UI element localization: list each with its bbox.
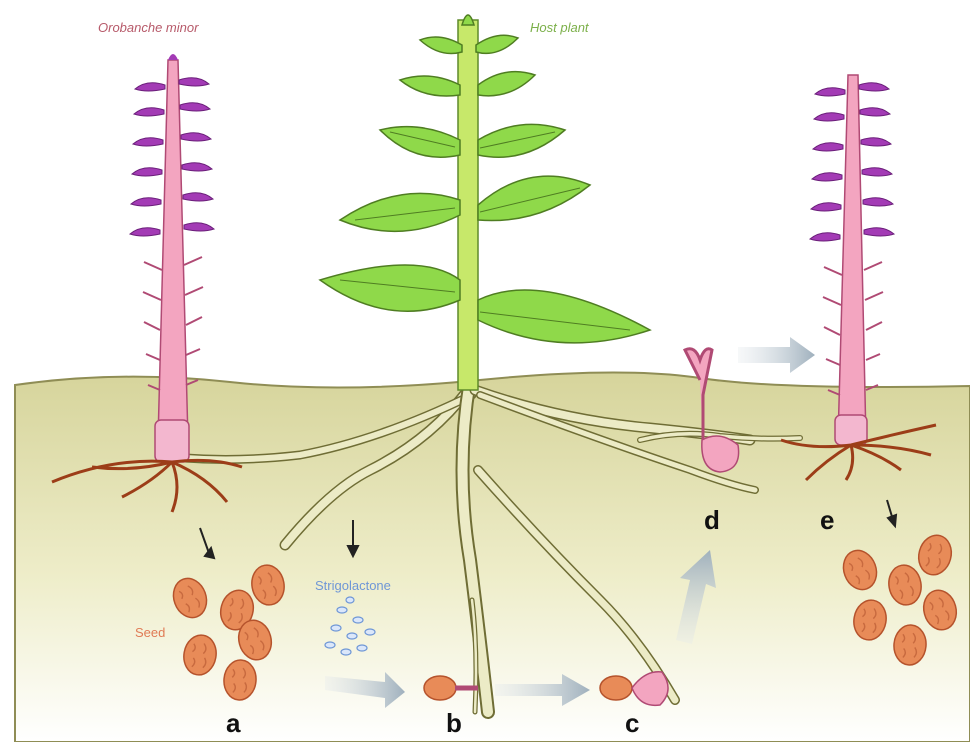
step-label-b: b [446, 708, 462, 739]
step-label-d: d [704, 505, 720, 536]
step-label-a: a [226, 708, 240, 739]
step-label-c: c [625, 708, 639, 739]
parasite-label: Orobanche minor [98, 20, 198, 35]
seed-label: Seed [135, 625, 165, 640]
strigolactone-label: Strigolactone [315, 578, 391, 593]
step-label-e: e [820, 505, 834, 536]
host-leaves [320, 15, 650, 343]
host-plant-label: Host plant [530, 20, 589, 35]
host-stem [458, 20, 478, 390]
